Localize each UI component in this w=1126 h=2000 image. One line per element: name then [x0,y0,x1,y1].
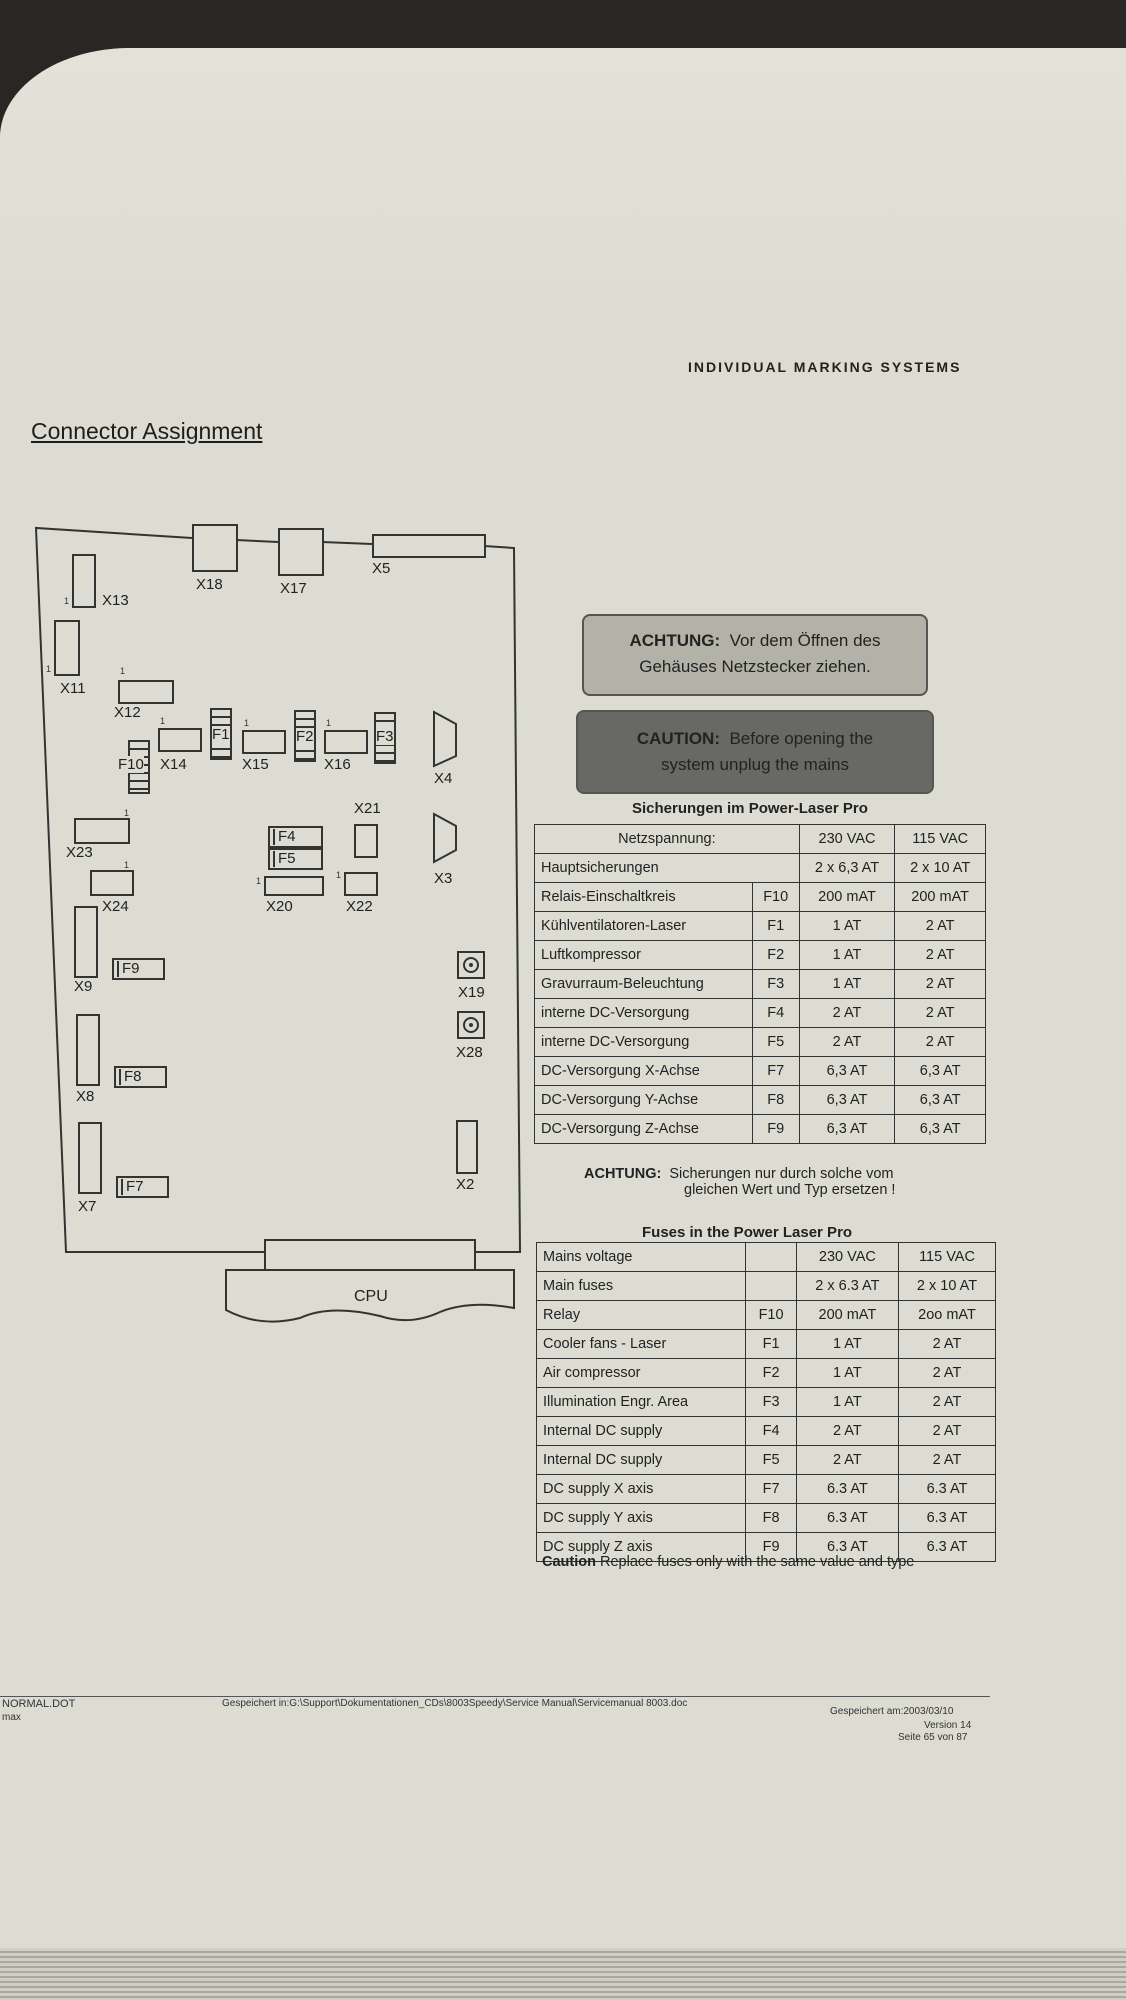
fuse-f8: F8 [114,1066,167,1088]
label-x22: X22 [346,898,373,915]
alert-en-line2: system unplug the mains [660,755,850,774]
footer-template: NORMAL.DOT [2,1698,76,1710]
fuse-f9: F9 [112,958,165,980]
label-f10: F10 [118,756,144,773]
paper-stack-edge [0,1948,1126,2000]
connector-x21 [354,824,378,858]
label-x20: X20 [266,898,293,915]
label-x15: X15 [242,756,269,773]
label-f1: F1 [212,726,230,743]
label-x17: X17 [280,580,307,597]
fuse-table-en: Mains voltage 230 VAC 115 VAC Main fuses… [535,1242,996,1562]
table-row: Hauptsicherungen 2 x 6,3 AT 2 x 10 AT [534,853,986,883]
table-en-caption: Fuses in the Power Laser Pro [642,1224,853,1241]
label-f2: F2 [296,728,314,745]
table-de-note: ACHTUNG: Sicherungen nur durch solche vo… [584,1166,896,1198]
footer-user: max [2,1712,21,1723]
page-top-shade [0,48,1126,348]
cpu-label: CPU [354,1288,388,1305]
label-x18: X18 [196,576,223,593]
table-row: Netzspannung: 230 VAC 115 VAC [534,824,986,854]
connector-x12 [118,680,174,704]
label-x14: X14 [160,756,187,773]
label-x9: X9 [74,978,93,995]
label-x13: X13 [102,592,129,609]
fuse-f7: F7 [116,1176,169,1198]
label-x23: X23 [66,844,93,861]
footer-path: Gespeichert in:G:\Support\Dokumentatione… [222,1698,688,1709]
fuse-f4: F4 [268,826,323,848]
label-x24: X24 [102,898,129,915]
connector-x18 [192,524,238,572]
connector-x8 [76,1014,100,1086]
footer-saved: Gespeichert am:2003/03/10 [830,1706,954,1717]
label-x7: X7 [78,1198,97,1215]
table-row: Mains voltage 230 VAC 115 VAC [535,1242,996,1272]
label-x3: X3 [434,870,453,887]
connector-x14 [158,728,202,752]
alert-de-line2: Gehäuses Netzstecker ziehen. [639,657,871,676]
label-x19: X19 [458,984,485,1001]
footer-page: Seite 65 von 87 [898,1732,968,1743]
connector-x23 [74,818,130,844]
footer-rule [0,1696,990,1697]
alert-de-line1: Vor dem Öffnen des [729,631,881,650]
connector-x24 [90,870,134,896]
label-f3: F3 [376,728,394,745]
alert-de: ACHTUNG: Vor dem Öffnen des Gehäuses Net… [582,614,928,696]
connector-x11 [54,620,80,676]
connector-x5 [372,534,486,558]
label-x16: X16 [324,756,351,773]
alert-en: CAUTION: Before opening the system unplu… [576,710,934,794]
connector-x13 [72,554,96,608]
table-de-caption: Sicherungen im Power-Laser Pro [632,800,868,817]
connector-x2 [456,1120,478,1174]
connector-x22 [344,872,378,896]
alert-de-label: ACHTUNG: [629,631,721,650]
alert-en-line1: Before opening the [729,729,874,748]
table-row: Main fuses 2 x 6.3 AT 2 x 10 AT [535,1271,996,1301]
label-x8: X8 [76,1088,95,1105]
label-x4: X4 [434,770,453,787]
fuse-f5: F5 [268,848,323,870]
label-x5: X5 [372,560,391,577]
alert-en-label: CAUTION: [636,729,720,748]
board-outline [34,526,522,1323]
label-x12: X12 [114,704,141,721]
connector-x20 [264,876,324,896]
connector-x16 [324,730,368,754]
company-header: INDIVIDUAL MARKING SYSTEMS [688,359,962,375]
connector-x15 [242,730,286,754]
label-x28: X28 [456,1044,483,1061]
section-title: Connector Assignment [31,418,263,444]
connector-x7 [78,1122,102,1194]
connector-x9 [74,906,98,978]
table-en-note: Caution Replace fuses only with the same… [542,1554,915,1570]
connector-x17 [278,528,324,576]
label-x11: X11 [60,680,86,697]
fuse-table-de: Netzspannung: 230 VAC 115 VAC Hauptsiche… [534,824,986,1144]
footer-version: Version 14 [924,1720,972,1731]
label-x21: X21 [354,800,381,817]
label-x2: X2 [456,1176,475,1193]
